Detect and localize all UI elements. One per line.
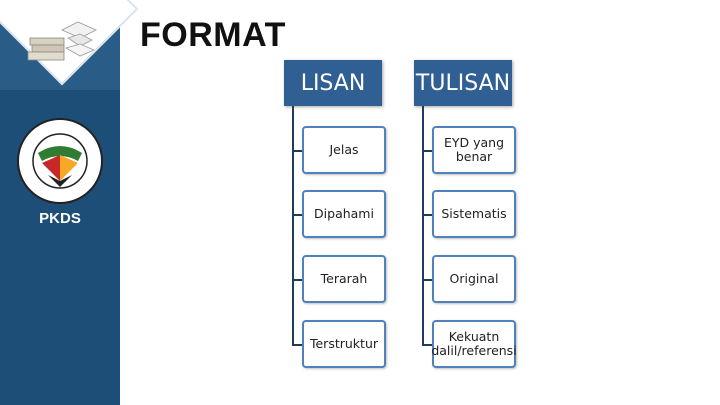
tulisan-connector-line [422, 106, 424, 344]
tulisan-header: TULISAN [414, 60, 512, 106]
lisan-item-2: Dipahami [302, 190, 386, 238]
lisan-branch-4 [292, 344, 302, 346]
tulisan-branch-3 [422, 279, 432, 281]
lisan-connector-line [292, 106, 294, 344]
lisan-branch-1 [292, 150, 302, 152]
tulisan-branch-2 [422, 214, 432, 216]
tulisan-item-2: Sistematis [432, 190, 516, 238]
lisan-item-3: Terarah [302, 255, 386, 303]
sidebar-panel: PKDS [0, 0, 139, 405]
books-icon [27, 21, 97, 61]
tulisan-item-4: Kekuatn dalil/referensi [431, 320, 517, 368]
tulisan-branch-4 [422, 344, 432, 346]
pkds-logo: PKDS [17, 118, 103, 227]
lisan-branch-3 [292, 279, 302, 281]
slide-title: FORMAT [140, 16, 286, 54]
tulisan-branch-1 [422, 150, 432, 152]
lisan-branch-2 [292, 214, 302, 216]
tulisan-item-3: Original [432, 255, 516, 303]
lisan-header: LISAN [284, 60, 382, 106]
lisan-item-4: Terstruktur [302, 320, 386, 368]
lisan-item-1: Jelas [302, 126, 386, 174]
tulisan-item-1: EYD yang benar [432, 126, 516, 174]
logo-abbr: PKDS [39, 210, 81, 227]
